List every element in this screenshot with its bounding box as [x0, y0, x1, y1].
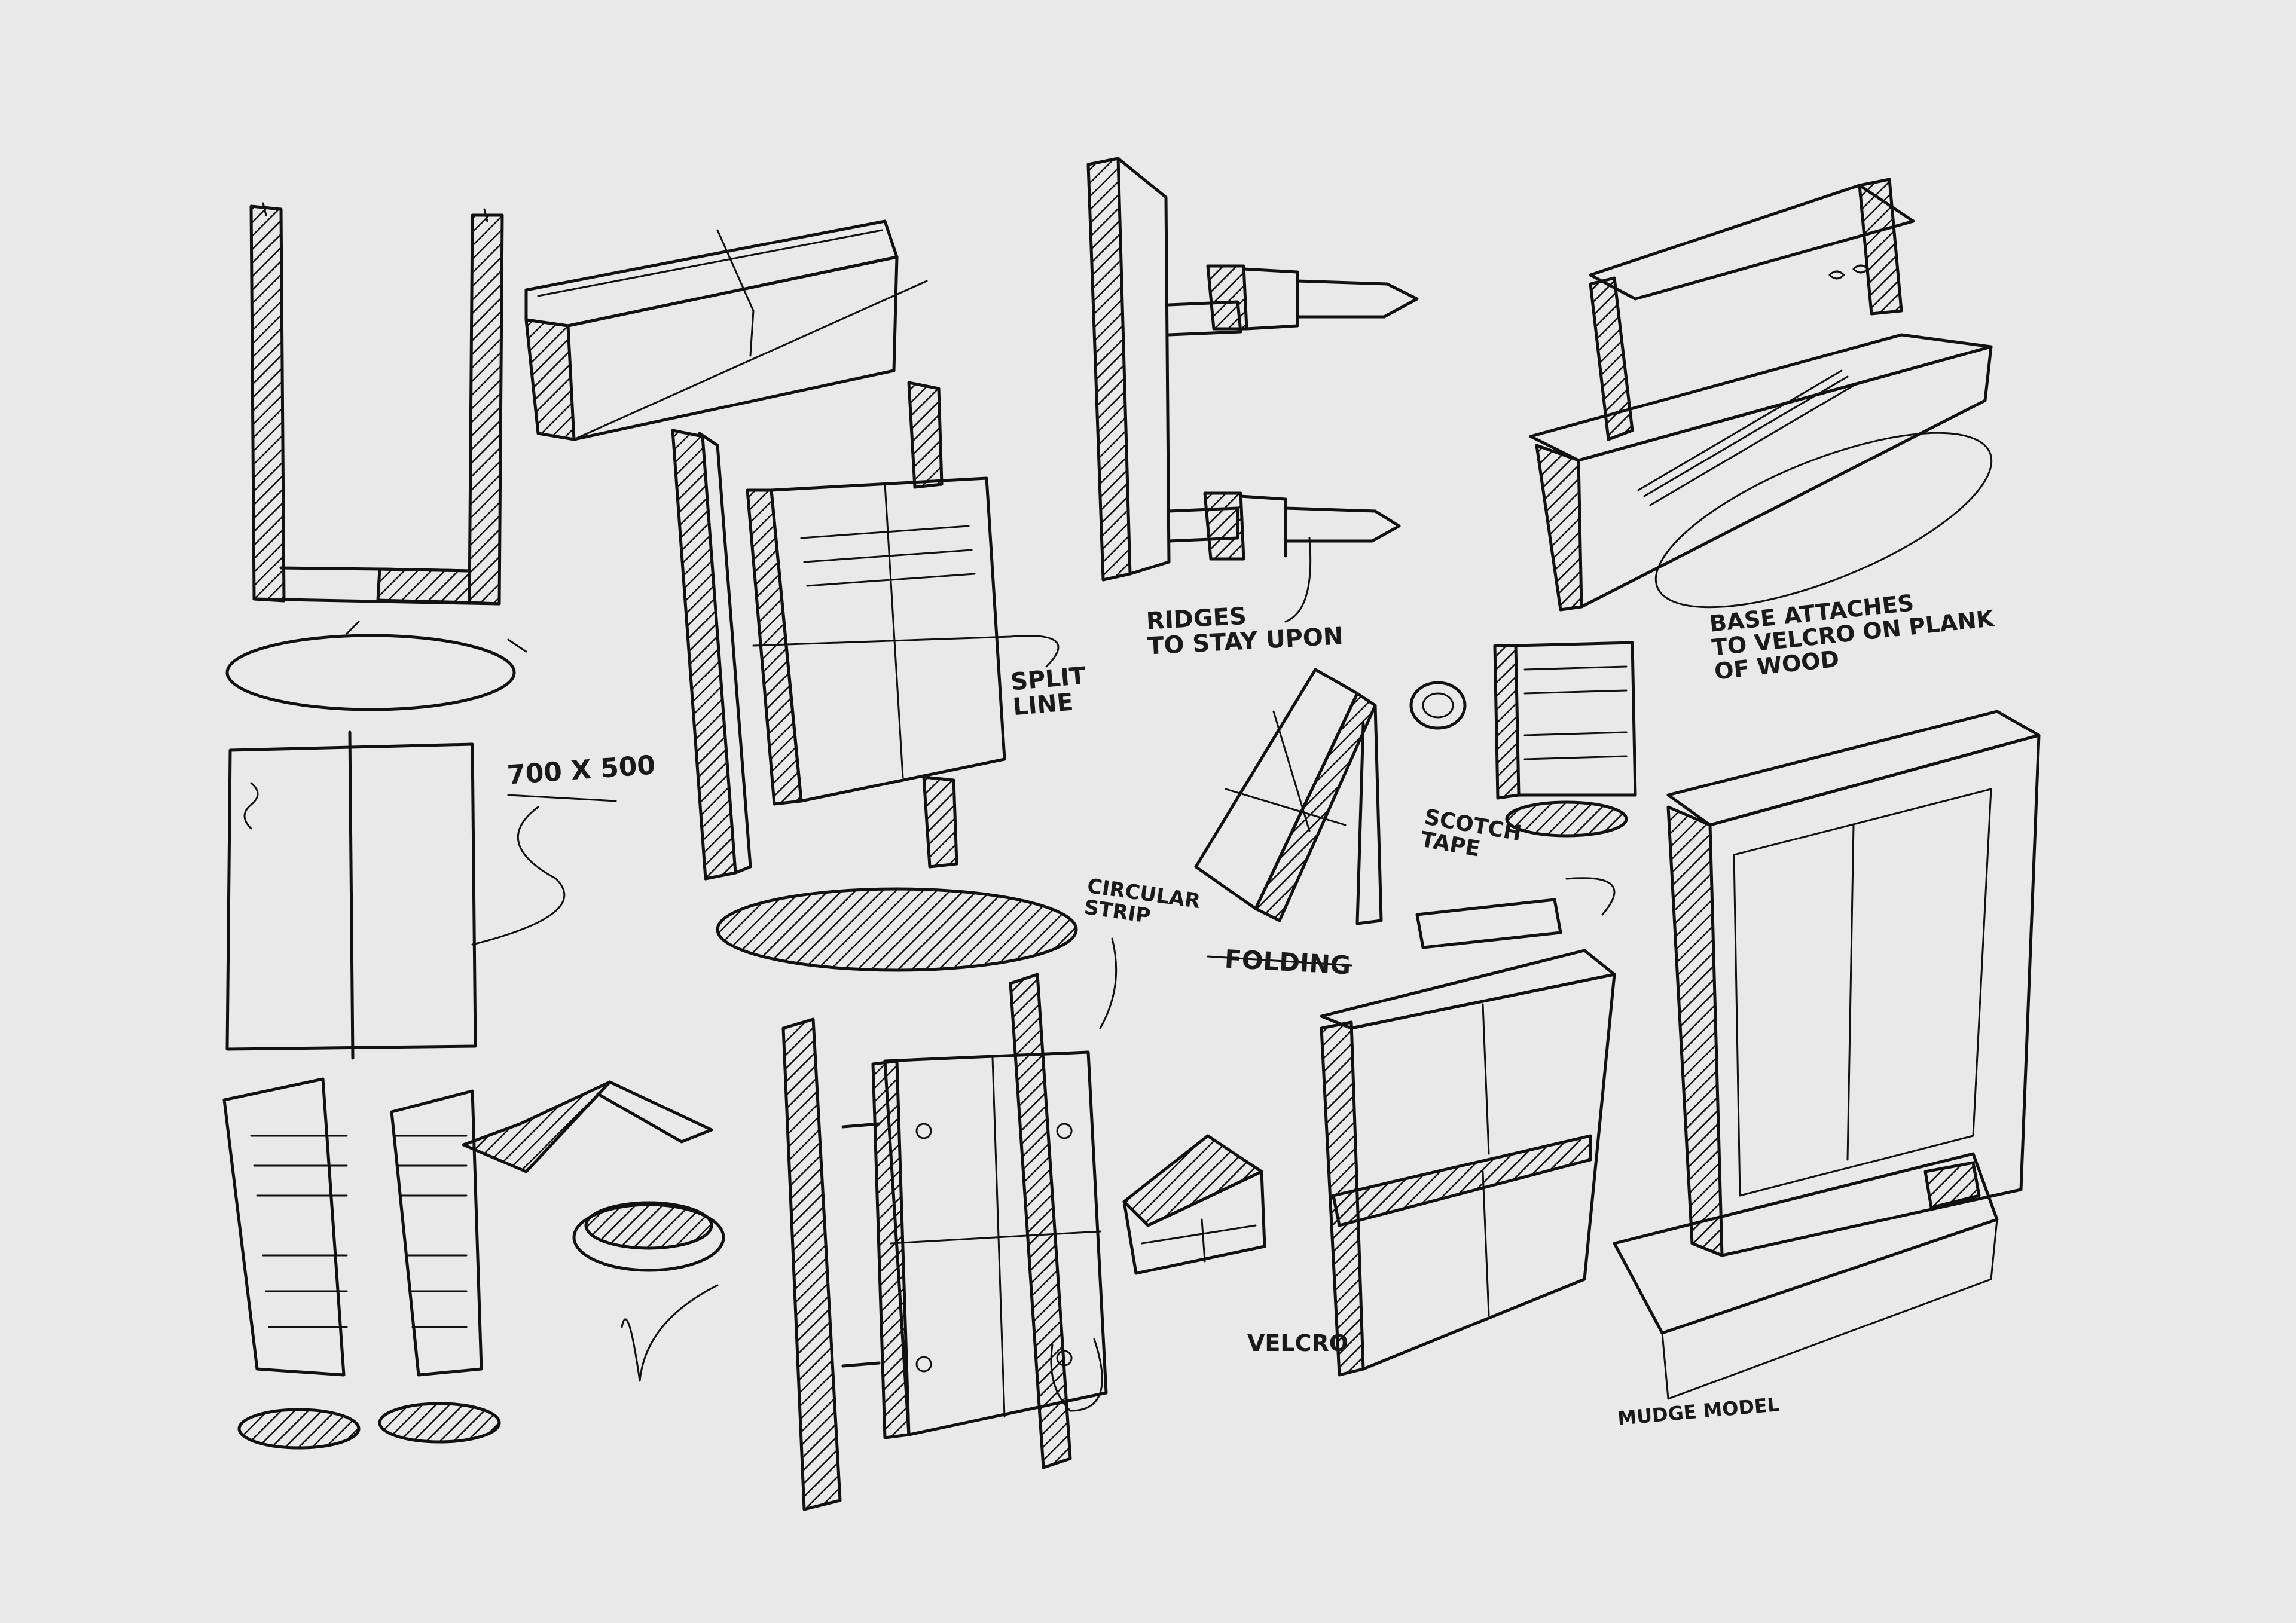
scotch-tape-sketch [1409, 641, 1637, 949]
folding-annotation: FOLDING [1223, 944, 1352, 980]
base-velcro-sketch [1529, 178, 1993, 612]
split-assembly-sketch [671, 381, 1078, 972]
ridge-profile-sketch [1086, 157, 1419, 623]
panel-700x500-sketch [225, 621, 617, 1060]
u-profile-sketch [249, 202, 504, 606]
velcro-annotation: VELCRO [1247, 1330, 1349, 1356]
folding-stand-sketch [1194, 668, 1383, 967]
split-line-annotation: SPLIT LINE [1009, 662, 1087, 722]
ridges-annotation: RIDGES TO STAY UPON [1145, 602, 1344, 661]
split-cabinet-sketch [1122, 949, 1616, 1377]
beam-sketch [524, 219, 928, 441]
ribbed-panels-sketch [222, 1077, 713, 1450]
framed-unit-sketch [1613, 710, 2041, 1400]
velcro-disc-sketch [572, 1201, 725, 1382]
velcro-assembly-sketch [781, 937, 1118, 1511]
